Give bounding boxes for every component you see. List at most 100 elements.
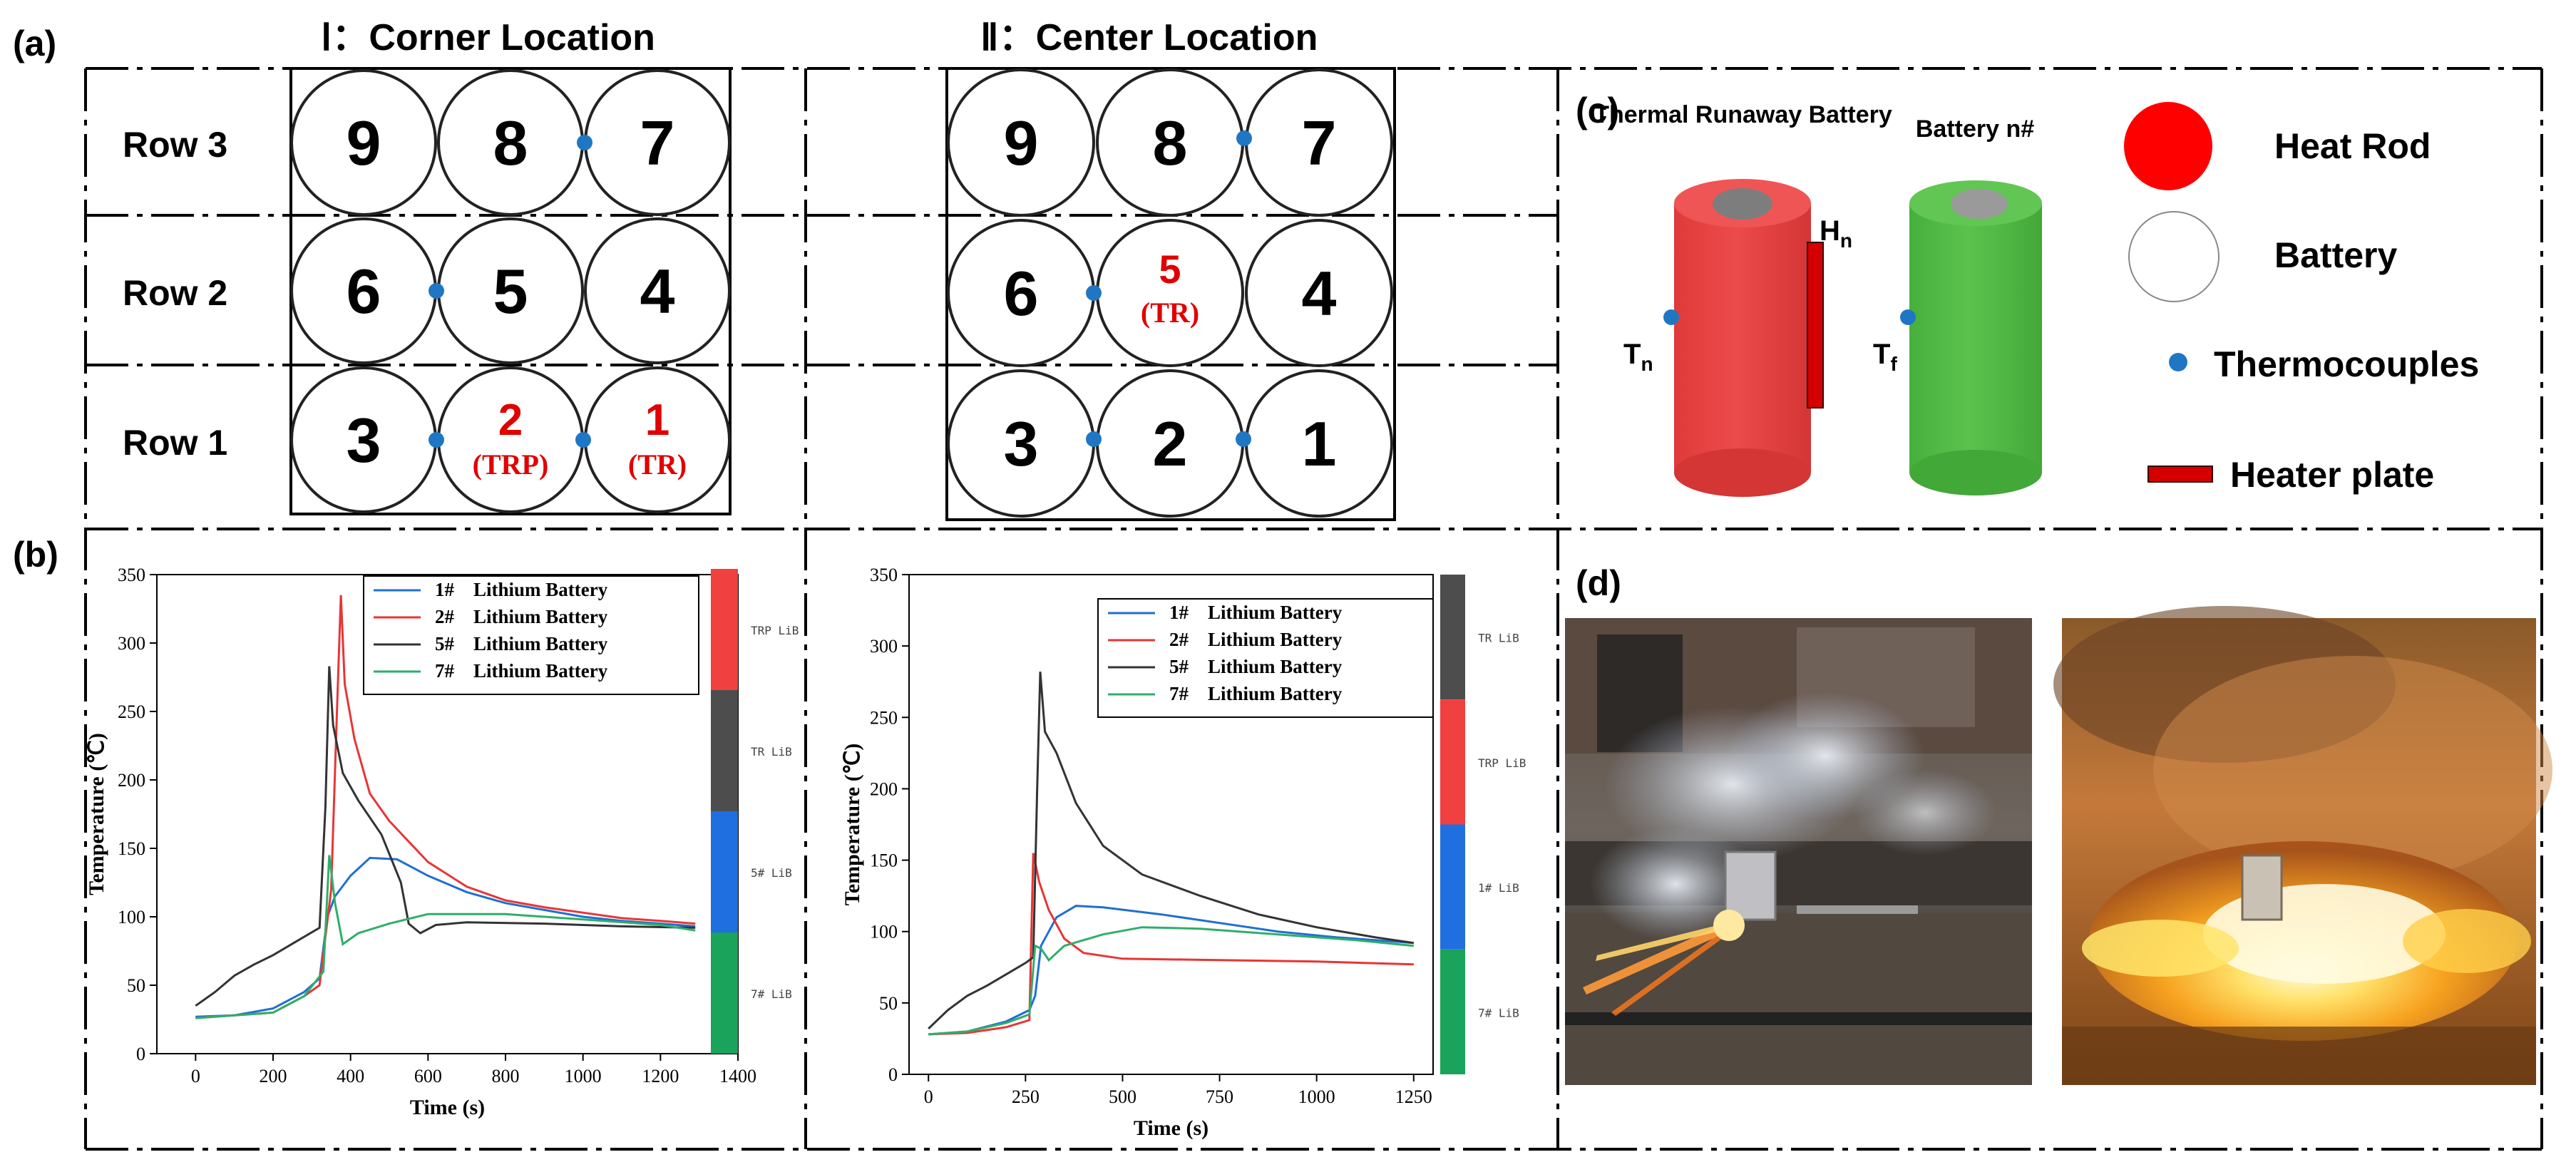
thermocouple-dot <box>1086 431 1102 447</box>
center-cell-5-tag: (TR) <box>1141 297 1199 329</box>
corner-battery-grid: 9 8 7 6 5 4 3 2 (TRP) 1 (TR) <box>289 67 732 515</box>
panel-frame <box>84 67 2543 1151</box>
y-tick-label: 200 <box>118 770 145 791</box>
center-cell-1: 1 <box>1302 408 1337 479</box>
tr-battery-title: Thermal Runaway Battery <box>1594 101 1892 128</box>
x-tick-label: 800 <box>492 1066 520 1086</box>
legend-heat-rod: Heat Rod <box>2274 126 2431 166</box>
x-tick-label: 0 <box>191 1066 200 1086</box>
corner-cell-5: 5 <box>493 256 528 327</box>
series-line <box>195 856 696 1018</box>
x-tick-label: 250 <box>1012 1086 1040 1107</box>
tr-battery-title-text: Thermal Runaway Battery <box>1594 101 1892 128</box>
corner-cell-2: 2 <box>498 396 523 445</box>
y-tick-label: 300 <box>870 636 898 657</box>
colorbar-label: TRP LiB <box>1478 756 1526 770</box>
center-cell-6: 6 <box>1004 258 1039 329</box>
y-tick-label: 100 <box>870 922 898 942</box>
y-tick-label: 50 <box>879 993 898 1014</box>
panel-label-b: (b) <box>13 535 58 575</box>
colorbar-segment <box>711 811 738 932</box>
series-line <box>928 905 1414 1036</box>
x-tick-label: 1200 <box>642 1066 679 1086</box>
photo-right <box>2053 606 2552 1085</box>
x-axis-label: Time (s) <box>1134 1116 1209 1140</box>
plot-frame <box>908 574 1434 1075</box>
heater-plate <box>1807 242 1824 408</box>
tr-battery-cylinder <box>1674 179 1811 497</box>
corner-cell-1: 1 <box>645 396 669 445</box>
colorbar-segment <box>711 569 738 690</box>
legend-entry: 7# Lithium Battery <box>1169 683 1343 704</box>
legend-entry: 1# Lithium Battery <box>435 579 608 600</box>
center-layout-title: Ⅱ：Center Location <box>980 17 1318 58</box>
thermocouple-dot <box>1236 431 1251 447</box>
corner-cell-6: 6 <box>347 256 381 327</box>
corner-cell-8: 8 <box>493 108 528 178</box>
center-cell-2: 2 <box>1153 408 1188 479</box>
row-label-2: Row 2 <box>123 273 227 313</box>
row-label-3: Row 3 <box>123 125 227 165</box>
colorbar-label: TR LiB <box>1478 632 1519 645</box>
panel-label-d: (d) <box>1576 563 1621 603</box>
x-tick-label: 0 <box>924 1086 933 1107</box>
legend-box <box>363 575 699 695</box>
x-axis-label: Time (s) <box>410 1096 485 1119</box>
heater-plate-swatch <box>2147 466 2213 483</box>
colorbar-label: 7# LiB <box>1478 1006 1519 1019</box>
photo-left <box>1565 618 2032 1085</box>
y-tick-label: 150 <box>870 850 898 871</box>
center-cell-5: 5 <box>1159 247 1181 292</box>
y-tick-label: 350 <box>118 565 145 585</box>
colorbar-label: 1# LiB <box>1478 881 1519 895</box>
legend-entry: 2# Lithium Battery <box>1169 629 1343 650</box>
series-line <box>195 666 696 1007</box>
legend-entry: 1# Lithium Battery <box>1169 602 1343 623</box>
hn-label: Hn <box>1820 215 1852 252</box>
x-tick-label: 200 <box>260 1066 287 1086</box>
y-tick-label: 300 <box>118 633 145 654</box>
row-label-1: Row 1 <box>123 423 227 463</box>
battery-n-cylinder <box>1909 180 2042 495</box>
corner-cell-9: 9 <box>347 108 381 178</box>
colorbar-segment <box>1440 949 1465 1074</box>
tn-label: Tn <box>1623 339 1653 375</box>
tf-label: Tf <box>1873 339 1897 375</box>
legend-box <box>1097 598 1434 718</box>
y-tick-label: 0 <box>888 1064 898 1085</box>
thermocouple-swatch <box>2169 353 2187 371</box>
legend-thermocouples: Thermocouples <box>2214 344 2479 384</box>
center-cell-9: 9 <box>1004 108 1039 178</box>
legend-battery: Battery <box>2274 235 2397 275</box>
corner-cell-3: 3 <box>347 405 381 476</box>
panel-label-c: (c) <box>1576 91 1619 130</box>
center-cell-3: 3 <box>1004 408 1039 479</box>
x-tick-label: 600 <box>414 1066 442 1086</box>
colorbar-segment <box>711 690 738 811</box>
y-tick-label: 100 <box>118 907 145 927</box>
series-line <box>928 672 1415 1029</box>
center-cell-4: 4 <box>1302 258 1337 329</box>
colorbar-label: TRP LiB <box>751 624 799 637</box>
corner-cell-1-tag: (TR) <box>628 448 687 480</box>
colorbar-label: 5# LiB <box>751 866 792 880</box>
y-tick-label: 50 <box>127 975 145 996</box>
thermocouple-tf <box>1900 309 1916 325</box>
center-cell-7: 7 <box>1302 108 1337 178</box>
legend-entry: 5# Lithium Battery <box>435 633 608 654</box>
y-tick-label: 150 <box>118 838 145 859</box>
corner-layout-title: Ⅰ：Corner Location <box>321 17 655 58</box>
x-tick-label: 1250 <box>1395 1086 1432 1107</box>
center-battery-grid: 9 8 7 6 4 3 2 1 5 (TR) <box>945 67 1396 521</box>
thermocouple-dot <box>429 432 444 448</box>
series-line <box>195 855 696 1019</box>
corner-cell-4: 4 <box>640 256 675 327</box>
thermocouple-dot <box>1236 130 1252 146</box>
y-tick-label: 200 <box>870 778 898 799</box>
colorbar-segment <box>1440 699 1465 825</box>
y-axis-label: Temperature (℃) <box>85 733 108 895</box>
legend-entry: 5# Lithium Battery <box>1169 656 1343 677</box>
